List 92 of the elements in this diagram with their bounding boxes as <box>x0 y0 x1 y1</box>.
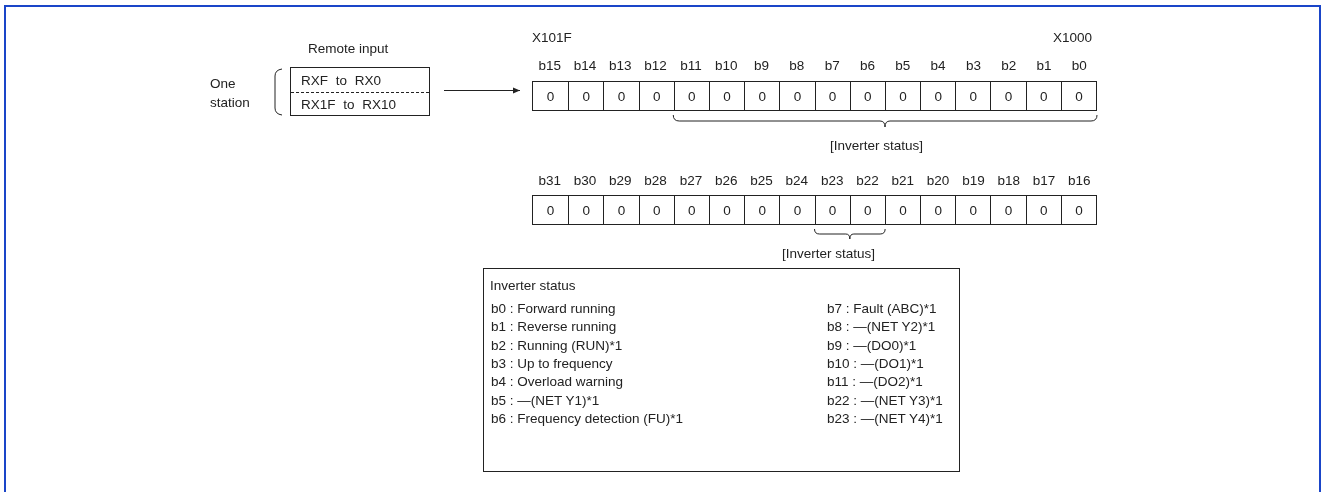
bit-label: b11 <box>679 58 703 73</box>
bit-value: 0 <box>899 202 907 218</box>
bit-value: 0 <box>652 202 661 218</box>
bit-value: 0 <box>969 88 978 104</box>
bit-value: 0 <box>1004 88 1013 104</box>
arrow <box>443 87 521 94</box>
bit-value: 0 <box>899 88 907 104</box>
bit-label: b10 <box>713 58 739 73</box>
bit-label: b17 <box>1031 173 1057 188</box>
status-item: b23 : —(NET Y4)*1 <box>827 410 943 426</box>
table-heading: Inverter status <box>490 278 576 293</box>
bit-value: 0 <box>723 88 731 104</box>
group-label: [Inverter status] <box>830 138 924 155</box>
bit-value: 0 <box>1004 202 1013 218</box>
bit-value: 0 <box>688 202 696 218</box>
bit-label: b31 <box>537 173 562 188</box>
status-item: b8 : —(NET Y2)*1 <box>827 319 936 335</box>
bit-label: b8 <box>788 58 806 73</box>
bit-label: b29 <box>608 173 633 188</box>
status-table <box>483 268 960 472</box>
bit-value: 0 <box>1075 88 1083 104</box>
bit-value: 0 <box>1075 202 1083 218</box>
bit-value: 0 <box>617 202 626 218</box>
group-label: [Inverter status] <box>782 246 876 263</box>
bit-value: 0 <box>1039 88 1048 104</box>
group-heading: Remote input <box>308 41 389 58</box>
bit-label: b9 <box>753 58 771 73</box>
status-item: b2 : Running (RUN)*1 <box>491 337 623 353</box>
bit-value: 0 <box>793 88 802 104</box>
bit-label: b0 <box>1070 58 1088 73</box>
device-box <box>290 67 430 116</box>
bit-value: 0 <box>582 88 591 104</box>
status-item: b0 : Forward running <box>491 301 616 316</box>
status-item: b7 : Fault (ABC)*1 <box>827 301 937 316</box>
address-label: X1000 <box>1053 30 1093 47</box>
bit-label: b13 <box>608 58 633 73</box>
bit-label: b12 <box>643 58 668 73</box>
bit-label: b25 <box>749 173 774 188</box>
bit-label: b3 <box>964 58 982 73</box>
bit-label: b30 <box>572 173 598 188</box>
bit-value: 0 <box>723 202 731 218</box>
bit-value: 0 <box>1039 202 1048 218</box>
bit-label: b7 <box>823 58 841 73</box>
bit-label: b23 <box>819 173 845 188</box>
bit-value: 0 <box>934 88 942 104</box>
bit-register <box>532 81 1097 111</box>
bit-label: b20 <box>925 173 951 188</box>
bit-label: b22 <box>855 173 880 188</box>
bit-value: 0 <box>688 88 696 104</box>
bit-value: 0 <box>934 202 942 218</box>
status-item: b9 : —(DO0)*1 <box>827 337 917 353</box>
status-item: b5 : —(NET Y1)*1 <box>491 392 600 408</box>
bit-label: b27 <box>678 173 704 188</box>
bit-value: 0 <box>546 202 555 218</box>
bit-label: b16 <box>1067 173 1092 188</box>
range-label: RX1F to RX10 <box>301 97 397 112</box>
address-label: X101F <box>532 30 572 47</box>
bit-value: 0 <box>793 202 802 218</box>
status-item: b10 : —(DO1)*1 <box>827 355 924 371</box>
bit-value: 0 <box>864 88 872 104</box>
bit-value: 0 <box>864 202 872 218</box>
bit-register <box>532 195 1097 225</box>
bit-label: b2 <box>1000 58 1018 73</box>
bit-value: 0 <box>652 88 661 104</box>
bit-value: 0 <box>582 202 591 218</box>
bit-value: 0 <box>828 88 837 104</box>
bit-label: b5 <box>894 58 912 73</box>
bit-label: b1 <box>1035 58 1053 73</box>
bit-value: 0 <box>758 88 766 104</box>
bit-label: b4 <box>929 58 947 73</box>
bit-value: 0 <box>617 88 626 104</box>
bit-label: b6 <box>858 58 876 73</box>
bit-label: b28 <box>643 173 668 188</box>
bit-label: b14 <box>572 58 598 73</box>
bit-label: b24 <box>784 173 810 188</box>
bit-label: b21 <box>890 173 916 188</box>
bit-label: b15 <box>537 58 562 73</box>
status-item: b3 : Up to frequency <box>491 355 613 371</box>
status-item: b11 : —(DO2)*1 <box>827 374 923 390</box>
bit-value: 0 <box>828 202 837 218</box>
status-item: b1 : Reverse running <box>491 319 617 335</box>
status-item: b22 : —(NET Y3)*1 <box>827 392 943 408</box>
status-item: b6 : Frequency detection (FU)*1 <box>491 410 684 426</box>
bit-label: b18 <box>996 173 1021 188</box>
bit-value: 0 <box>546 88 555 104</box>
range-label: RXF to RX0 <box>301 73 382 88</box>
bit-label: b19 <box>961 173 986 188</box>
status-item: b4 : Overload warning <box>491 374 624 390</box>
bit-label: b26 <box>713 173 739 188</box>
bit-value: 0 <box>758 202 766 218</box>
station-label: One station <box>210 75 251 112</box>
bit-value: 0 <box>969 202 978 218</box>
